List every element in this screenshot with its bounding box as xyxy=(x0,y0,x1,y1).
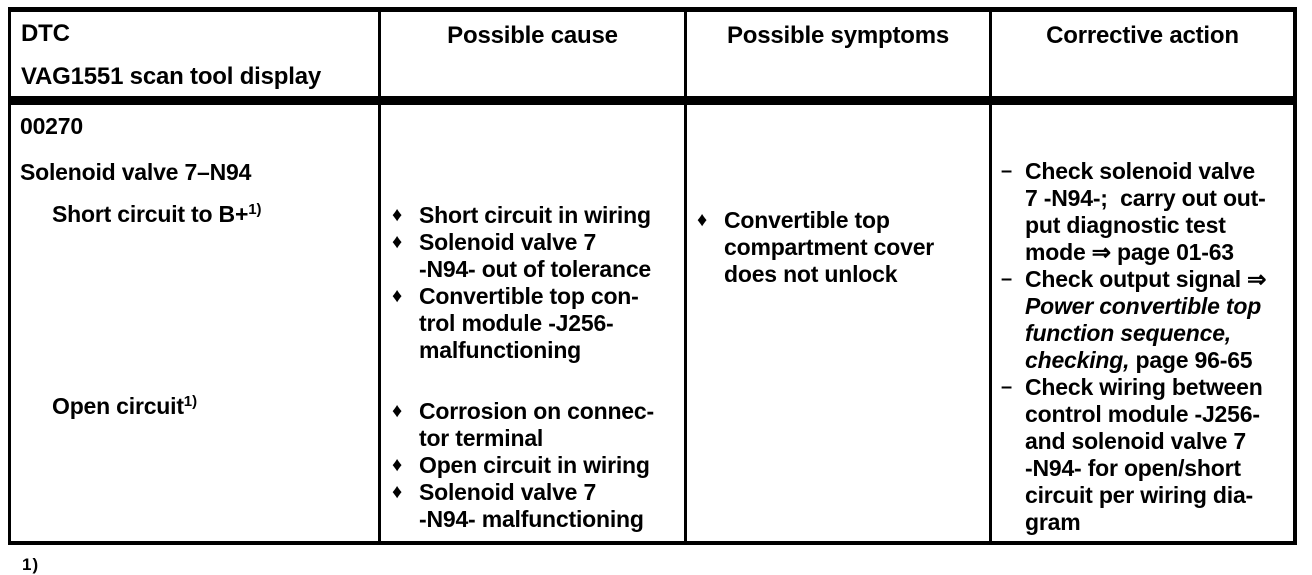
dtc-condition-open-circuit: Open circuit1) xyxy=(52,393,197,423)
footnote-ref: 1) xyxy=(183,393,198,410)
header-dtc-label: DTC xyxy=(21,20,70,47)
list-item: ♦ Solenoid valve 7 -N94- malfunctioning xyxy=(392,479,644,532)
diamond-bullet-icon: ♦ xyxy=(392,400,403,422)
header-cell-possible-cause: Possible cause xyxy=(378,12,684,96)
dtc-condition-short-circuit: Short circuit to B+1) xyxy=(52,201,262,231)
diamond-bullet-icon: ♦ xyxy=(392,231,403,253)
list-item: – Check output signal ⇒ Power convertibl… xyxy=(1001,266,1290,374)
dash-bullet-icon: – xyxy=(1001,268,1012,290)
symptoms-column-cell: ♦ Convertible top compartment cover does… xyxy=(684,105,989,541)
header-separator-rule xyxy=(11,96,1293,105)
list-item: ♦ Convertible top compartment cover does… xyxy=(697,207,935,287)
list-item: ♦ Corrosion on connec- tor terminal xyxy=(392,398,654,451)
causes-group-open-circuit: ♦ Corrosion on connec- tor terminal ♦ Op… xyxy=(392,398,680,533)
dtc-column-cell: 00270 Solenoid valve 7–N94 Short circuit… xyxy=(11,105,378,541)
dtc-code: 00270 xyxy=(20,113,83,139)
diamond-bullet-icon: ♦ xyxy=(392,454,403,476)
actions-column-cell: – Check solenoid valve 7 -N94-; carry ou… xyxy=(989,105,1293,541)
mixed-style-text: Check output signal ⇒ Power convertible … xyxy=(1025,266,1267,373)
diamond-bullet-icon: ♦ xyxy=(392,481,403,503)
header-cell-possible-symptoms: Possible symptoms xyxy=(684,12,989,96)
list-item: ♦ Short circuit in wiring xyxy=(392,202,651,228)
list-item: – Check solenoid valve 7 -N94-; carry ou… xyxy=(1001,158,1266,265)
footnote-ref: 1) xyxy=(248,201,262,218)
header-cell-dtc: DTC VAG1551 scan tool display xyxy=(11,12,378,96)
dash-bullet-icon: – xyxy=(1001,376,1012,398)
list-item: ♦ Solenoid valve 7 -N94- out of toleranc… xyxy=(392,229,652,282)
dash-bullet-icon: – xyxy=(1001,160,1012,182)
dtc-name: Solenoid valve 7–N94 xyxy=(20,159,252,185)
header-cell-corrective-action: Corrective action xyxy=(989,12,1293,96)
footnote-marker: 1) xyxy=(22,555,40,574)
diamond-bullet-icon: ♦ xyxy=(392,285,403,307)
causes-column-cell: ♦ Short circuit in wiring ♦ Solenoid val… xyxy=(378,105,684,541)
header-scan-tool-label: VAG1551 scan tool display xyxy=(21,63,322,90)
dtc-table: DTC VAG1551 scan tool display Possible c… xyxy=(8,7,1297,545)
causes-group-short-circuit: ♦ Short circuit in wiring ♦ Solenoid val… xyxy=(392,202,680,364)
symptoms-list: ♦ Convertible top compartment cover does… xyxy=(697,207,985,288)
diamond-bullet-icon: ♦ xyxy=(697,209,708,231)
list-item: ♦ Open circuit in wiring xyxy=(392,452,650,478)
actions-list: – Check solenoid valve 7 -N94-; carry ou… xyxy=(1001,158,1290,536)
condition-label: Short circuit to B+ xyxy=(52,201,249,227)
condition-label: Open circuit xyxy=(52,393,184,419)
list-item: ♦ Convertible top con- trol module -J256… xyxy=(392,283,639,363)
italic-reference-text: Power convertible top function sequence,… xyxy=(1025,293,1262,373)
diamond-bullet-icon: ♦ xyxy=(392,204,403,226)
list-item: – Check wiring between control module -J… xyxy=(1001,374,1263,535)
